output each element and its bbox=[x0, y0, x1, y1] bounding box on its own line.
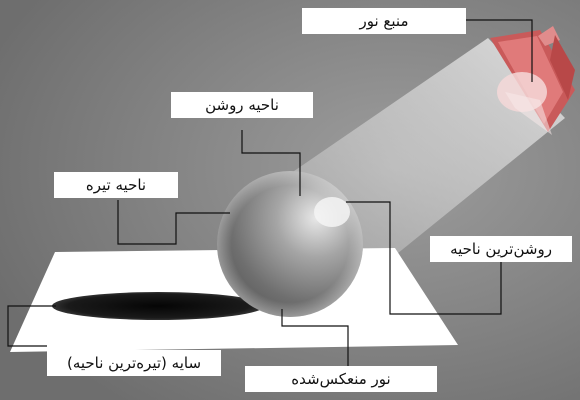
leader-brightest bbox=[346, 201, 502, 315]
leader-shadow bbox=[7, 305, 56, 347]
label-brightest: روشن‌ترین ناحیه bbox=[430, 236, 572, 262]
label-shade: ناحیه تیره bbox=[54, 172, 178, 198]
sphere-rim bbox=[217, 171, 363, 317]
label-shadow: سایه (تیره‌ترین ناحیه) bbox=[47, 350, 221, 376]
label-highlight: ناحیه روشن bbox=[171, 92, 313, 118]
leader-lines bbox=[7, 19, 533, 366]
leader-light-source bbox=[466, 19, 533, 82]
label-reflected-light: نور منعکس‌شده bbox=[245, 366, 437, 392]
cast-shadow bbox=[52, 292, 264, 320]
sphere-specular bbox=[314, 197, 350, 227]
leader-highlight bbox=[241, 130, 301, 196]
leader-shade bbox=[117, 200, 230, 245]
label-light-source: منبع نور bbox=[302, 8, 466, 34]
leader-reflected-light bbox=[281, 309, 349, 366]
lamp bbox=[490, 26, 575, 135]
